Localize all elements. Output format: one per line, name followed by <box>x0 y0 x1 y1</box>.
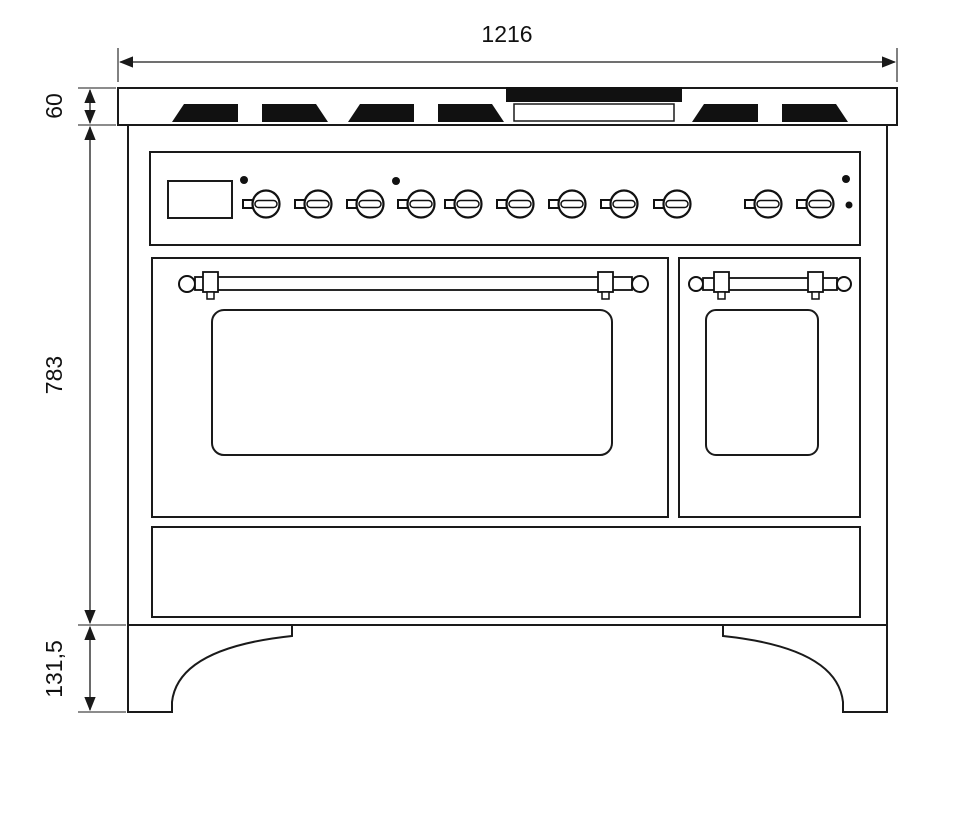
main-oven-handle-bar <box>194 276 633 291</box>
secondary-handle-bracket-left <box>713 271 730 300</box>
main-handle-end-right <box>631 275 649 293</box>
control-panel-outline <box>149 151 861 246</box>
dimension-leg-height-label: 131,5 <box>41 640 67 698</box>
control-knob-11 <box>795 189 835 219</box>
burner-grate-2 <box>348 104 504 122</box>
main-handle-end-left <box>178 275 196 293</box>
control-knob-3 <box>345 189 385 219</box>
main-handle-bracket-right <box>597 271 614 300</box>
dimension-body-height-label: 783 <box>41 356 67 394</box>
secondary-oven-door-outline <box>678 257 861 518</box>
control-knob-8 <box>599 189 639 219</box>
control-knob-6 <box>495 189 535 219</box>
cooktop <box>117 87 898 126</box>
control-knob-9 <box>652 189 692 219</box>
control-knob-7 <box>547 189 587 219</box>
secondary-handle-end-left <box>688 276 704 292</box>
main-handle-bracket-left <box>202 271 219 300</box>
griddle-base <box>513 103 675 122</box>
secondary-handle-end-right <box>836 276 852 292</box>
control-knob-5 <box>443 189 483 219</box>
indicator-dot-2 <box>392 177 400 185</box>
main-oven-door <box>151 257 669 518</box>
leg-left <box>127 624 293 713</box>
indicator-dot-3 <box>842 175 850 183</box>
control-knob-10 <box>743 189 783 219</box>
dimension-hob-height-label: 60 <box>41 93 67 119</box>
secondary-oven-window <box>705 309 819 456</box>
control-panel <box>149 151 861 246</box>
dimension-annotations: 1216 60 783 131,5 <box>41 21 898 713</box>
burner-grate-3 <box>692 104 848 122</box>
dimension-width-label: 1216 <box>481 21 532 47</box>
burner-grate-1 <box>172 104 328 122</box>
secondary-handle-bracket-right <box>807 271 824 300</box>
body-outline <box>127 124 888 626</box>
main-oven-door-outline <box>151 257 669 518</box>
griddle-plate <box>506 87 682 102</box>
clock-display <box>167 180 233 219</box>
indicator-dot-4 <box>845 201 853 209</box>
storage-drawer <box>151 526 861 618</box>
control-knob-4 <box>396 189 436 219</box>
indicator-dot-1 <box>240 176 248 184</box>
control-knob-1 <box>241 189 281 219</box>
leg-right <box>722 624 888 713</box>
control-knob-2 <box>293 189 333 219</box>
secondary-oven-door <box>678 257 861 518</box>
main-oven-window <box>211 309 613 456</box>
